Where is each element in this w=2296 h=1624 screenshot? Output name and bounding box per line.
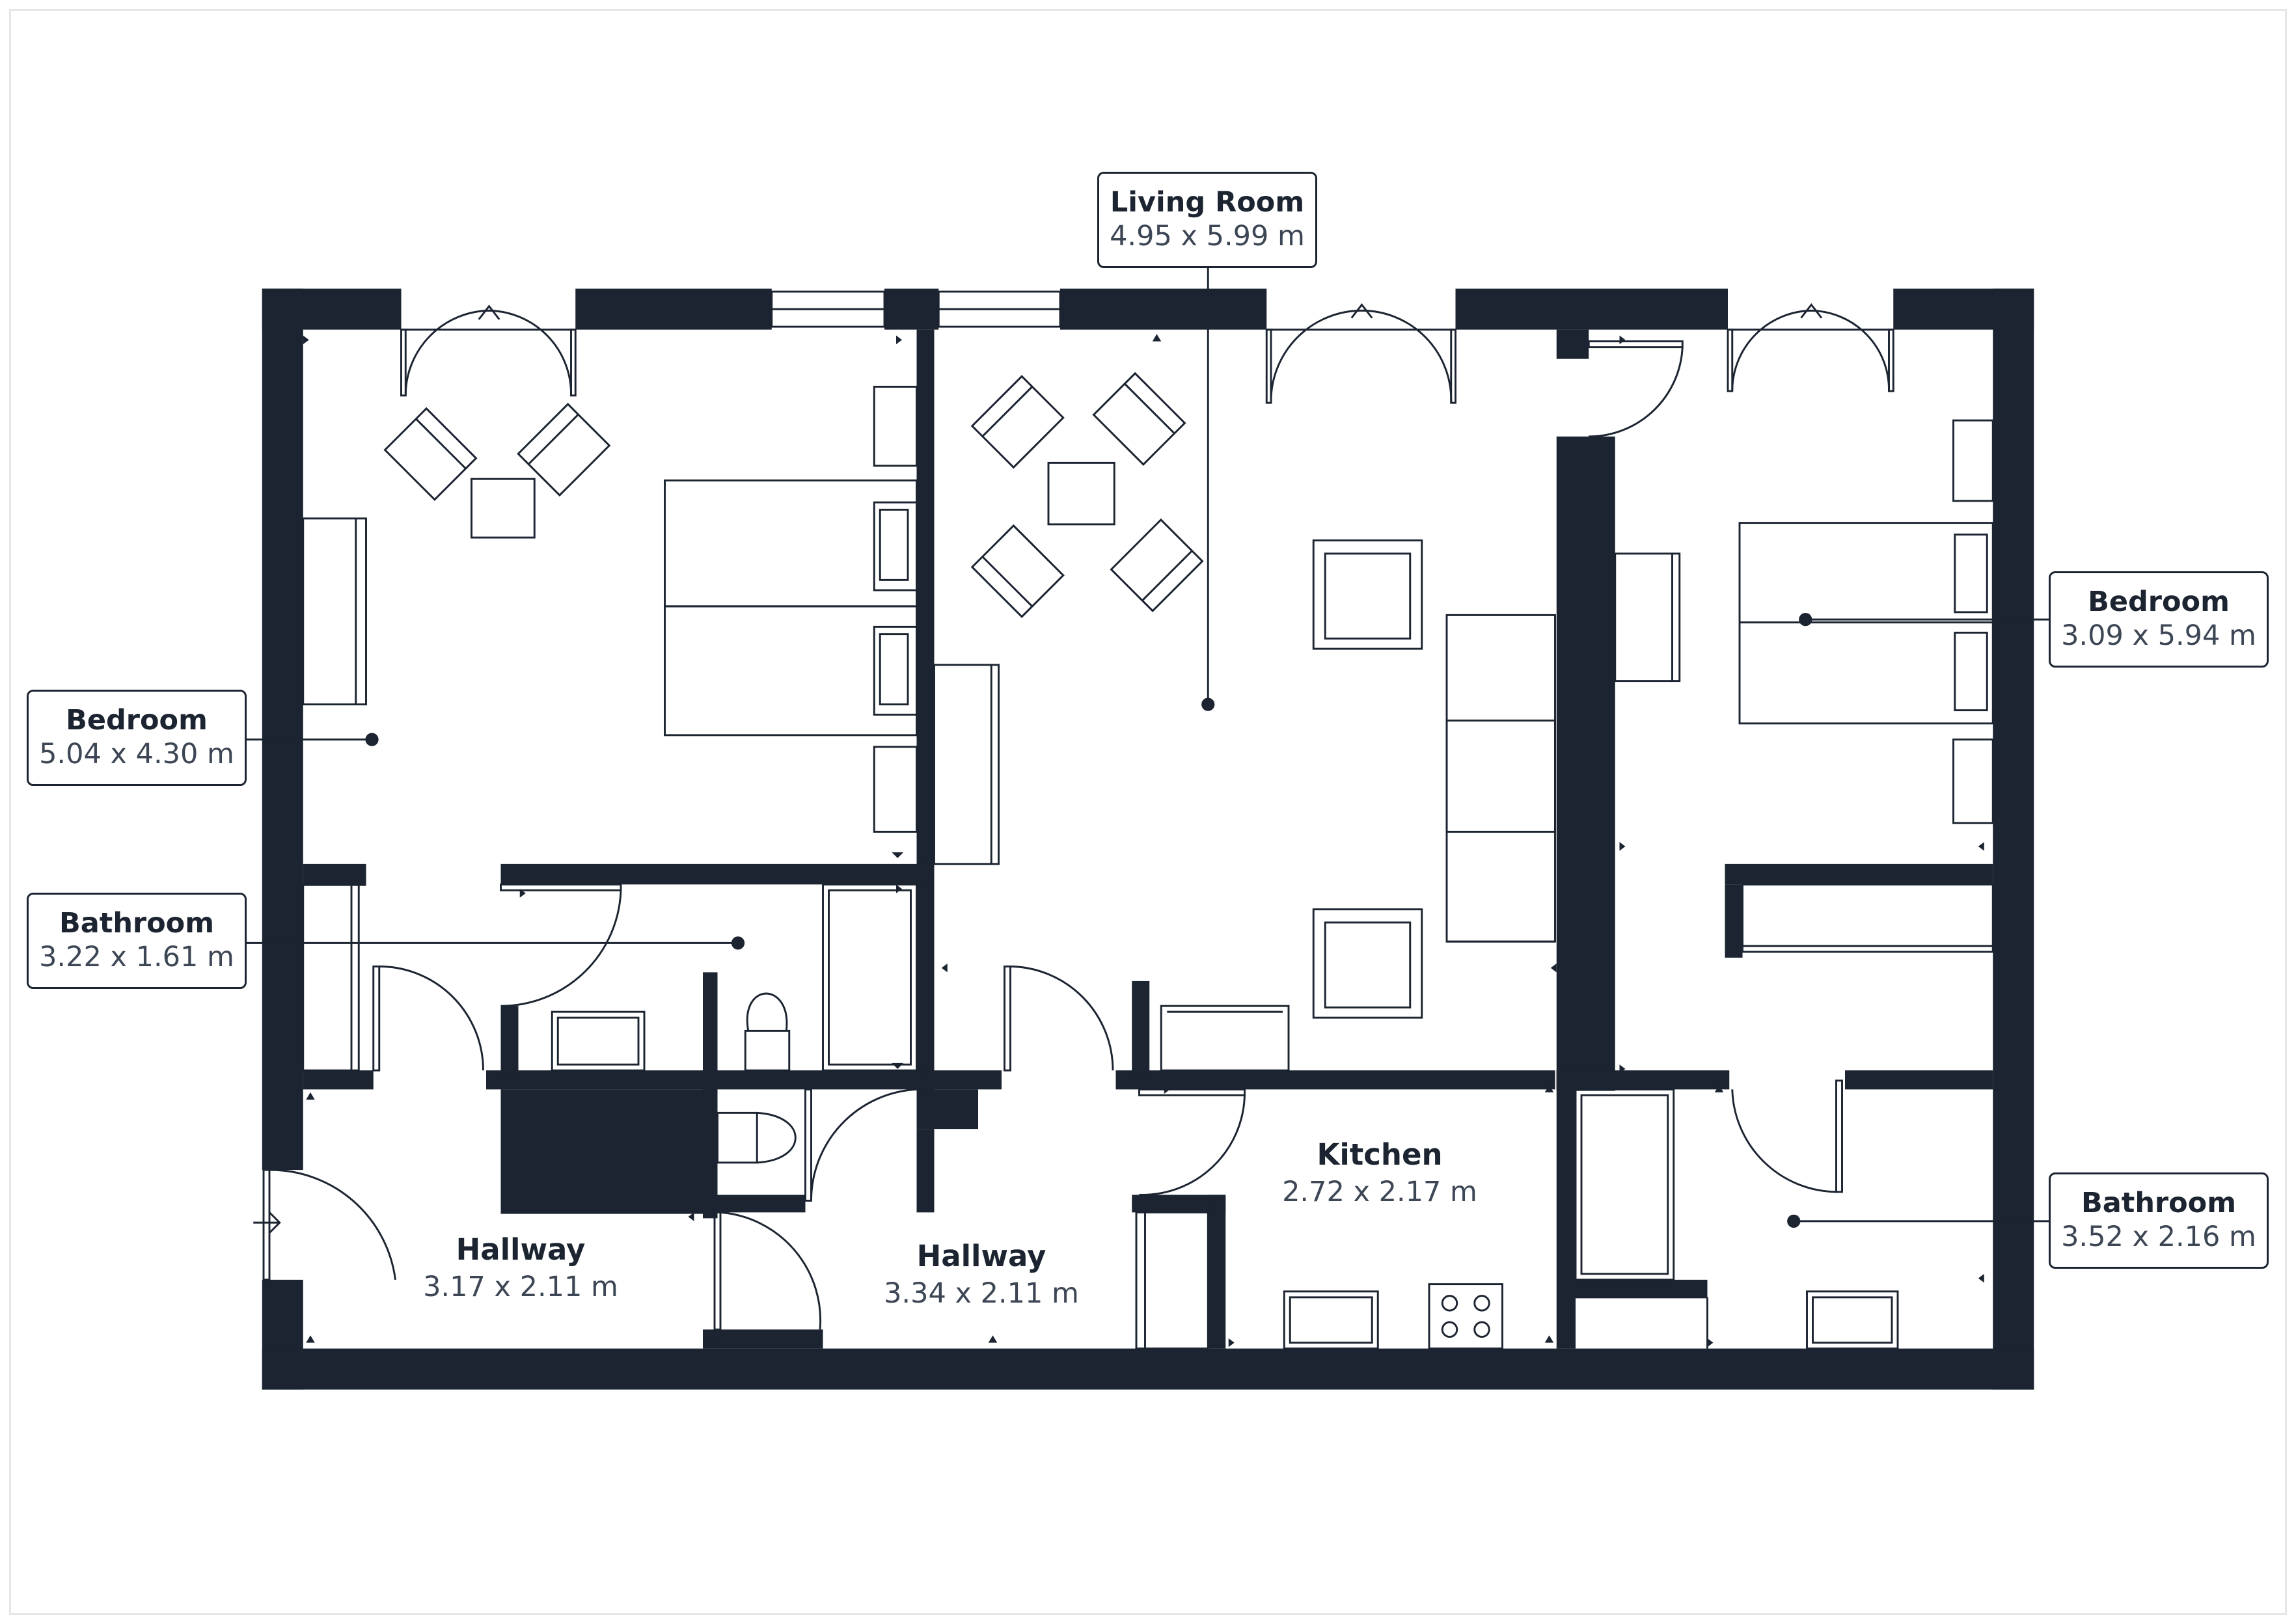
room-dimensions: 3.34 x 2.11 m	[884, 1277, 1079, 1310]
door-swing-icon	[1270, 309, 1453, 403]
room-name: Kitchen	[1317, 1137, 1443, 1172]
room-name: Bathroom	[59, 907, 215, 940]
room-name: Hallway	[916, 1239, 1046, 1273]
drawing-frame	[9, 9, 2287, 1615]
label-kitchen: Kitchen 2.72 x 2.17 m	[1250, 1136, 1510, 1210]
room-name: Bedroom	[66, 704, 208, 737]
room-dimensions: 3.09 x 5.94 m	[2061, 619, 2256, 652]
room-dimensions: 2.72 x 2.17 m	[1282, 1175, 1477, 1208]
arrow-right-icon	[253, 1211, 281, 1234]
leader-dots	[365, 613, 1812, 1228]
room-dimensions: 3.17 x 2.11 m	[423, 1270, 618, 1303]
door-swing-icon	[1731, 309, 1890, 392]
walls	[262, 288, 2034, 1390]
label-leaders	[246, 266, 2050, 1223]
room-dimensions: 4.95 x 5.99 m	[1110, 220, 1305, 252]
label-bedroom-right: Bedroom 3.09 x 5.94 m	[2049, 571, 2269, 668]
door-swing-icon	[404, 309, 572, 396]
label-living-room: Living Room 4.95 x 5.99 m	[1097, 172, 1317, 268]
label-bedroom-left: Bedroom 5.04 x 4.30 m	[27, 690, 247, 786]
room-dimensions: 3.22 x 1.61 m	[39, 941, 234, 973]
fixtures	[253, 290, 1994, 1350]
room-name: Hallway	[456, 1232, 586, 1267]
room-dimensions: 3.52 x 2.16 m	[2061, 1221, 2256, 1253]
dimension-ticks	[303, 334, 1984, 1347]
room-name: Bathroom	[2081, 1187, 2237, 1220]
label-bathroom-left: Bathroom 3.22 x 1.61 m	[27, 893, 247, 989]
room-name: Living Room	[1110, 186, 1305, 219]
label-hallway-left: Hallway 3.17 x 2.11 m	[390, 1231, 651, 1305]
room-name: Bedroom	[2088, 586, 2230, 619]
room-dimensions: 5.04 x 4.30 m	[39, 738, 234, 770]
label-hallway-right: Hallway 3.34 x 2.11 m	[851, 1238, 1112, 1312]
label-bathroom-right: Bathroom 3.52 x 2.16 m	[2049, 1172, 2269, 1269]
